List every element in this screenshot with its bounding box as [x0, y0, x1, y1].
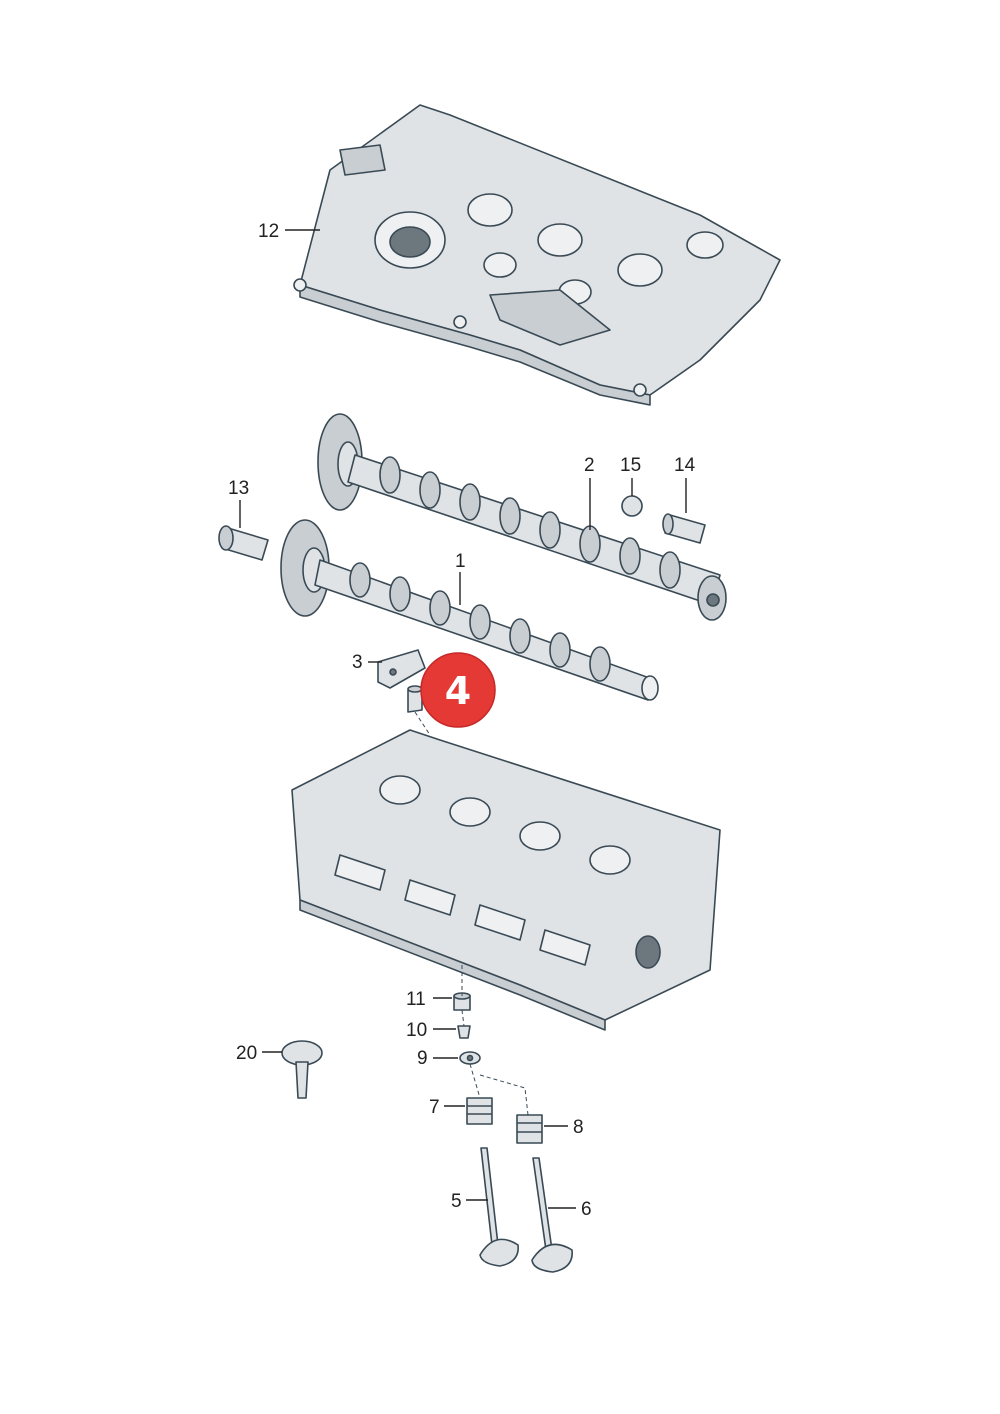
callout-6: 6	[581, 1199, 592, 1220]
plug-14	[662, 513, 706, 544]
valve-6	[531, 1157, 573, 1273]
camshaft-lower	[280, 519, 659, 701]
bolt-20	[281, 1040, 323, 1099]
leader-lines	[239, 229, 687, 1209]
cylinder-head	[291, 729, 721, 1031]
valve-tappet-11	[453, 992, 471, 1011]
valve-keeper-10	[457, 1025, 471, 1039]
sleeve-4	[407, 685, 423, 713]
valve-5	[479, 1147, 519, 1267]
callout-labels: 12 13 2 15 14 1 3 11 10 9 20 7 8 5 6	[228, 221, 696, 1220]
bracket-3	[377, 649, 426, 689]
valve-cover	[293, 104, 781, 406]
valve-spring-8	[516, 1114, 543, 1144]
callout-2: 2	[584, 455, 595, 476]
assembly-lines	[414, 711, 529, 1116]
ball-15	[621, 495, 643, 517]
valve-spring-7	[466, 1097, 493, 1125]
highlight-callout-4: 4	[420, 652, 496, 728]
callout-13: 13	[228, 478, 249, 499]
highlight-badge	[420, 652, 496, 728]
callout-14: 14	[674, 455, 696, 476]
camshaft-upper	[317, 413, 727, 621]
valve-seat-9	[459, 1051, 481, 1065]
callout-20: 20	[236, 1043, 257, 1064]
plug-13	[218, 525, 269, 561]
callout-15: 15	[620, 455, 641, 476]
callout-1: 1	[455, 551, 466, 572]
callout-7: 7	[429, 1097, 440, 1118]
callout-12: 12	[258, 221, 279, 242]
highlight-badge-label: 4	[445, 669, 471, 713]
callout-11: 11	[406, 989, 426, 1010]
callout-3: 3	[352, 652, 363, 673]
callout-8: 8	[573, 1117, 584, 1138]
callout-9: 9	[417, 1048, 428, 1069]
callout-5: 5	[451, 1191, 462, 1212]
callout-10: 10	[406, 1020, 427, 1041]
